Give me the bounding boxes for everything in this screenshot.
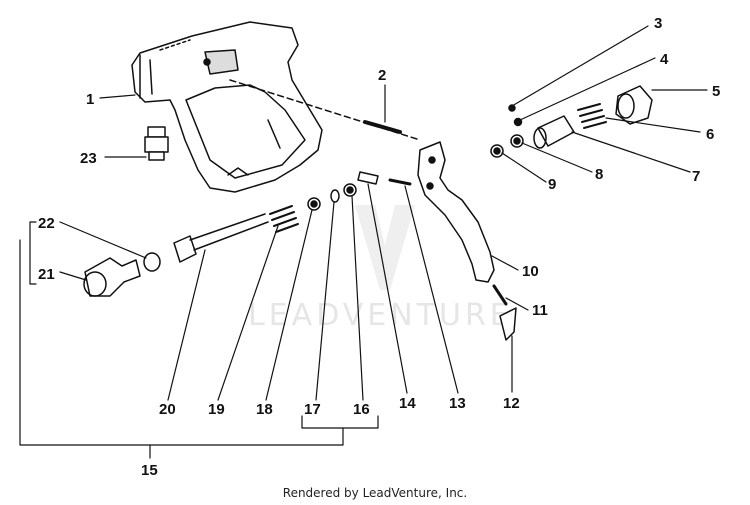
callout-3: 3 bbox=[654, 15, 662, 32]
callout-21: 21 bbox=[38, 266, 55, 283]
oring-22 bbox=[143, 252, 161, 272]
pin-14-13 bbox=[357, 171, 412, 186]
callout-13: 13 bbox=[449, 395, 466, 412]
callout-6: 6 bbox=[706, 126, 714, 143]
callout-8: 8 bbox=[595, 166, 603, 183]
callout-23: 23 bbox=[80, 150, 97, 167]
watermark: LEADVENTURE bbox=[248, 205, 513, 333]
small-parts bbox=[508, 104, 523, 127]
callout-7: 7 bbox=[692, 168, 700, 185]
spring-6 bbox=[577, 103, 607, 129]
callout-9: 9 bbox=[548, 176, 556, 193]
gun-body bbox=[131, 21, 323, 193]
pin-line bbox=[229, 79, 421, 141]
nozzle-21 bbox=[83, 257, 141, 297]
cap-5 bbox=[615, 85, 653, 125]
sleeve-7 bbox=[533, 115, 575, 149]
footer-credit: Rendered by LeadVenture, Inc. bbox=[282, 486, 468, 500]
callout-16: 16 bbox=[353, 401, 370, 418]
callout-1: 1 bbox=[86, 91, 94, 108]
valve-stem bbox=[173, 213, 269, 263]
callout-5: 5 bbox=[712, 83, 720, 100]
parts-11-12 bbox=[492, 284, 517, 341]
callout-14: 14 bbox=[399, 395, 416, 412]
callout-2: 2 bbox=[378, 67, 386, 84]
callout-20: 20 bbox=[159, 401, 176, 418]
callout-22: 22 bbox=[38, 215, 55, 232]
callout-15: 15 bbox=[141, 462, 158, 479]
callout-17: 17 bbox=[304, 401, 321, 418]
leader-lines bbox=[19, 25, 708, 459]
callout-4: 4 bbox=[660, 51, 669, 68]
callout-10: 10 bbox=[522, 263, 539, 280]
callout-19: 19 bbox=[208, 401, 225, 418]
callout-11: 11 bbox=[532, 302, 548, 319]
seal-set bbox=[269, 183, 357, 233]
callout-labels: 1 2 3 4 5 6 7 8 9 10 11 12 13 14 15 16 1… bbox=[38, 15, 720, 479]
callout-18: 18 bbox=[256, 401, 273, 418]
fitting-23 bbox=[144, 126, 169, 161]
callout-12: 12 bbox=[503, 395, 520, 412]
watermark-text: LEADVENTURE bbox=[248, 298, 513, 333]
nuts bbox=[490, 134, 524, 158]
trigger bbox=[417, 141, 495, 283]
